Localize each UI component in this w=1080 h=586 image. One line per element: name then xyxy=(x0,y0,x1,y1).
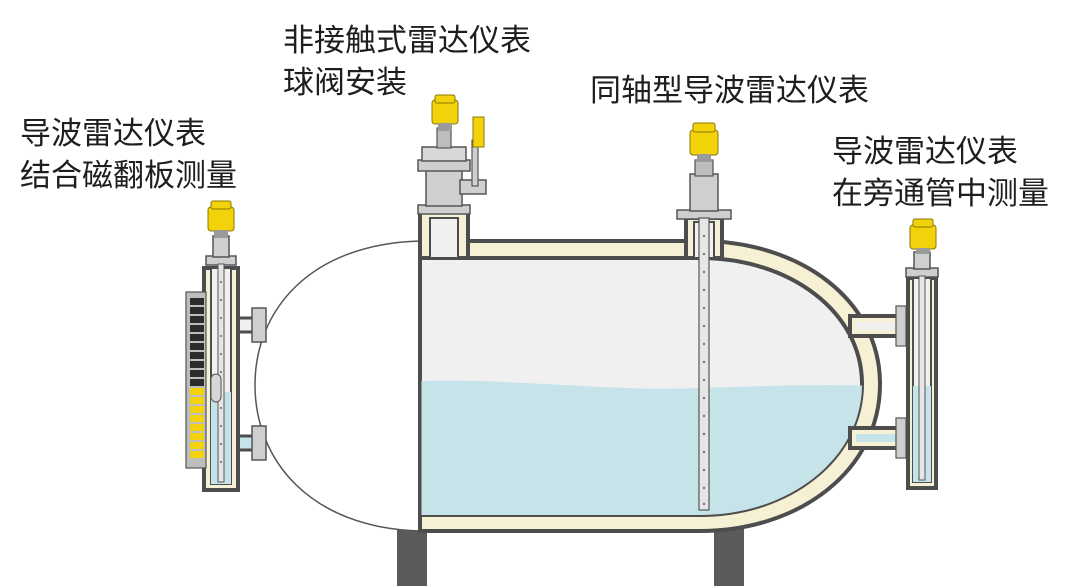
non-contact-radar-label: 非接触式雷达仪表 球阀安装 xyxy=(283,20,531,104)
ball-valve-nozzle xyxy=(417,116,487,260)
magnetic-flap-indicator xyxy=(185,291,207,469)
left-dished-head xyxy=(254,240,421,532)
bypass-radar-head xyxy=(909,218,937,254)
non-contact-radar-label-line2: 球阀安装 xyxy=(283,65,407,101)
liquid-surface xyxy=(420,380,862,515)
coaxial-radar-label: 同轴型导波雷达仪表 xyxy=(590,70,869,112)
bypass-pipe xyxy=(848,251,939,490)
non-contact-radar-label-line1: 非接触式雷达仪表 xyxy=(283,23,531,59)
coaxial-radar-head xyxy=(689,122,719,162)
magnetic-flap-label: 导波雷达仪表 结合磁翻板测量 xyxy=(20,113,237,197)
coaxial-radar-label-line1: 同轴型导波雷达仪表 xyxy=(590,73,869,109)
magnetic-flap-label-line2: 结合磁翻板测量 xyxy=(20,158,237,194)
non-contact-radar-head xyxy=(431,94,459,131)
magnetic-flap-chamber xyxy=(202,235,267,492)
bypass-radar-label: 导波雷达仪表 在旁通管中测量 xyxy=(832,131,1049,215)
coaxial-probe xyxy=(698,217,710,511)
bypass-radar-label-line1: 导波雷达仪表 xyxy=(832,134,1018,170)
bypass-radar-label-line2: 在旁通管中测量 xyxy=(832,176,1049,212)
magnetic-radar-head xyxy=(207,200,235,238)
magnetic-flap-label-line1: 导波雷达仪表 xyxy=(20,116,206,152)
